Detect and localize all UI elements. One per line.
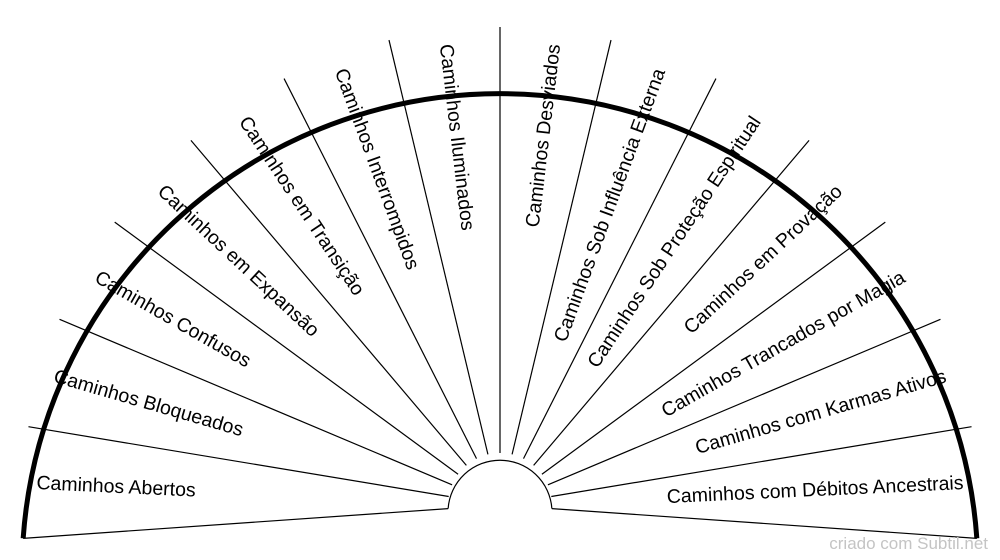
segment-label: Caminhos com Débitos Ancestrais: [666, 472, 964, 508]
credit-text: criado com Subtil.net: [829, 534, 988, 553]
segment-label: Caminhos Bloqueados: [51, 365, 246, 441]
segment-divider: [28, 426, 449, 498]
segment-divider: [23, 508, 449, 539]
segment-divider: [541, 221, 886, 475]
outer-arc: [20, 91, 980, 539]
segment-divider: [551, 508, 977, 539]
segment-label: Caminhos Interrompidos: [330, 66, 424, 273]
segment-dividers: [23, 27, 977, 539]
segment-divider: [283, 78, 478, 459]
segment-divider: [551, 426, 972, 498]
segment-divider: [511, 39, 612, 455]
segment-divider: [522, 78, 717, 459]
inner-hub-arc: [447, 459, 553, 509]
segment-label: Caminhos Confusos: [91, 266, 255, 372]
segment-divider: [388, 39, 489, 455]
segment-label: Caminhos Iluminados: [435, 43, 479, 232]
segment-divider: [190, 139, 467, 466]
segment-divider: [59, 318, 453, 486]
segment-label: Caminhos Desviados: [522, 43, 565, 229]
segment-label: Caminhos Abertos: [36, 472, 196, 502]
segment-label: Caminhos Sob Proteção Espiritual: [583, 112, 766, 372]
segment-divider: [533, 139, 810, 466]
segment-divider: [547, 318, 941, 486]
segment-divider: [114, 221, 459, 475]
